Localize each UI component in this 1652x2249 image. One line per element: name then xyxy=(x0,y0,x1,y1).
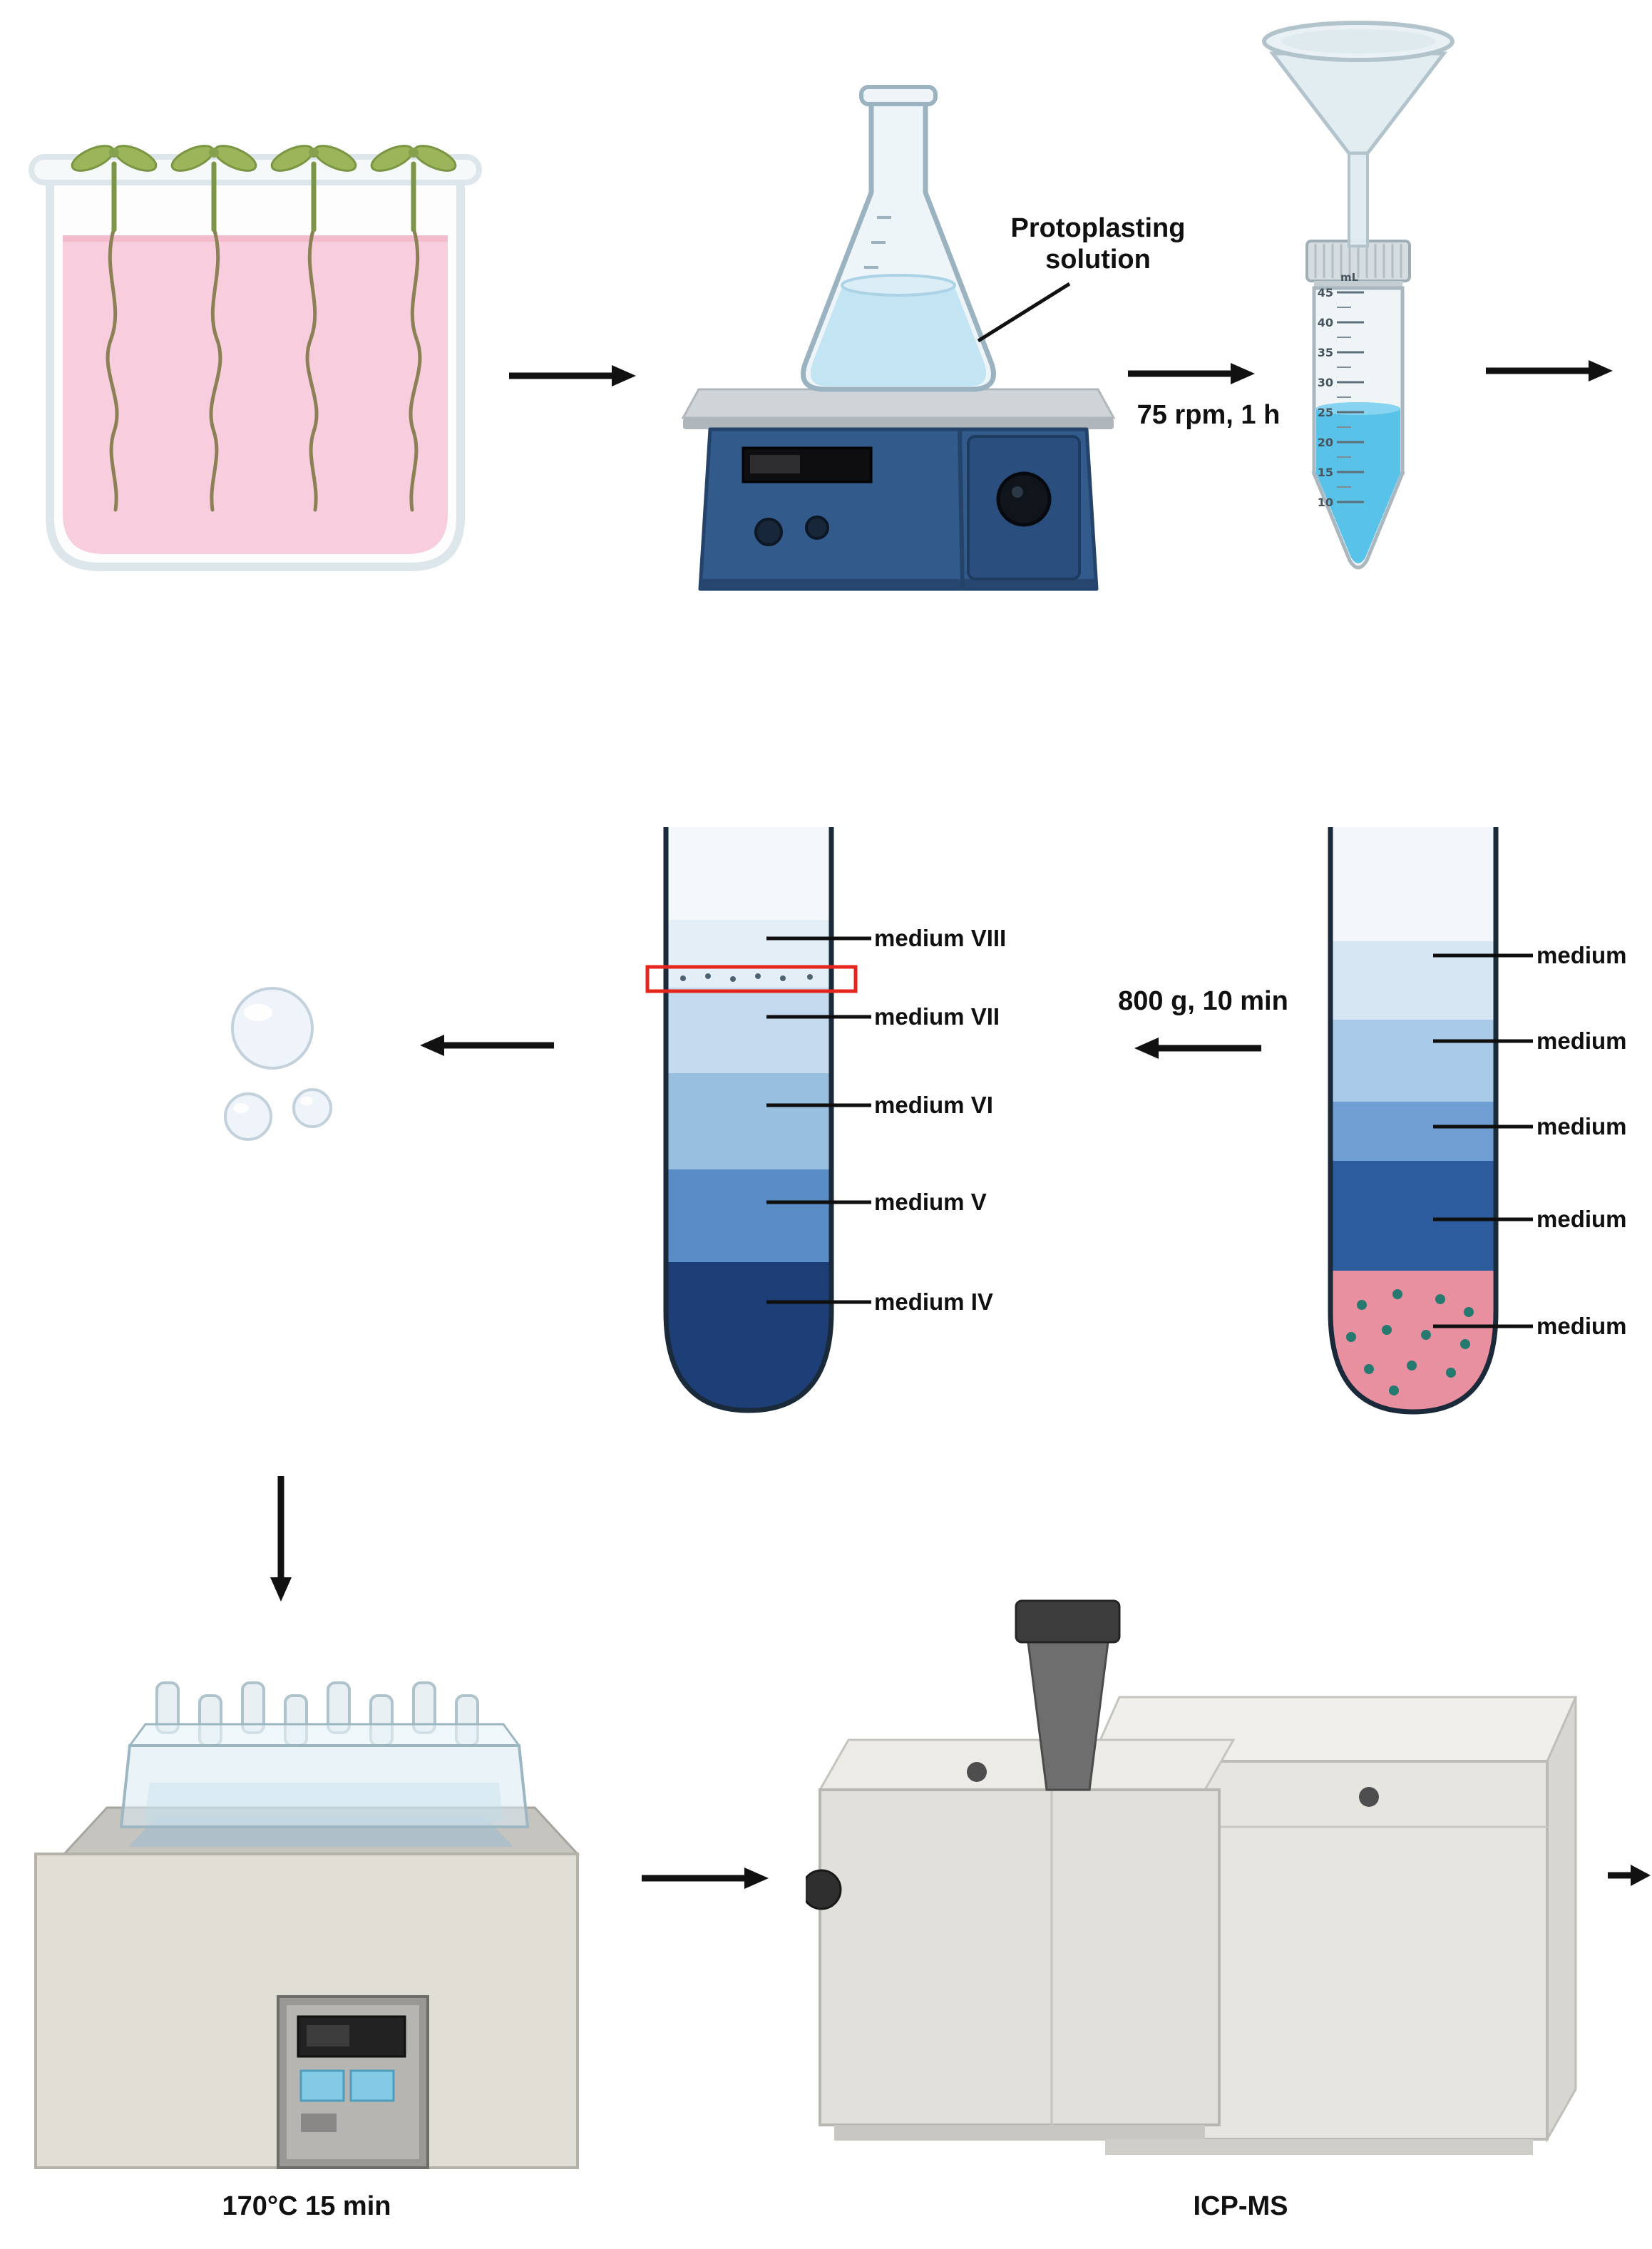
graduation-30: 30 xyxy=(1317,376,1333,389)
water-bath-illustration xyxy=(34,1681,580,2169)
stirrer-knob xyxy=(754,518,783,546)
seedling xyxy=(71,145,158,512)
flow-arrow-1 xyxy=(509,365,636,386)
protoplast-suspension-liquid xyxy=(1316,408,1400,563)
centrifuge-arrow xyxy=(1134,1038,1261,1059)
collect-protoplasts-arrow xyxy=(420,1035,554,1056)
graduation-10: 10 xyxy=(1317,496,1333,509)
graduation-45: 45 xyxy=(1317,286,1333,299)
funnel-falcon-tube-illustration xyxy=(1262,21,1455,570)
icpms-label: ICP-MS xyxy=(1193,2191,1288,2221)
final-flow-arrow xyxy=(1608,1865,1651,1886)
icpms-side-knob xyxy=(806,1869,842,1910)
flow-arrow-3 xyxy=(1486,360,1613,381)
centrifuge-condition-label: 800 g, 10 min xyxy=(1118,986,1288,1016)
seedling xyxy=(370,145,457,512)
flow-arrow-2 xyxy=(1128,363,1255,384)
stirrer-knob xyxy=(805,516,829,540)
harvest-gradient-tube-illustration xyxy=(1328,827,1533,1415)
protoplasting-pointer-line xyxy=(977,282,1071,343)
graduation-40: 40 xyxy=(1317,316,1333,329)
harvest-medium-label-3: medium xyxy=(1536,1113,1627,1139)
stirrer-dial xyxy=(996,471,1052,527)
funnel xyxy=(1268,51,1448,155)
harvest-medium-label-1: medium xyxy=(1536,942,1627,968)
water-bath-lid xyxy=(119,1744,530,1828)
graduation-35: 35 xyxy=(1317,346,1333,359)
culture-medium xyxy=(63,235,448,554)
icpms-instrument-illustration xyxy=(806,1599,1578,2155)
harvest-medium-label-2: medium xyxy=(1536,1028,1627,1054)
harvest-medium-label-5: medium xyxy=(1536,1313,1627,1339)
density-gradient-tube-illustration xyxy=(645,827,871,1413)
medium-vii-label: medium VII xyxy=(874,1003,1000,1030)
protoplasting-solution-liquid xyxy=(810,285,987,386)
water-bath-condition-label: 170°C 15 min xyxy=(222,2191,391,2221)
protoplasting-solution-label: Protoplasting solution xyxy=(1010,213,1186,275)
medium-viii-label: medium VIII xyxy=(874,925,1007,951)
harvest-medium-label-4: medium xyxy=(1536,1206,1627,1232)
graduation-25: 25 xyxy=(1317,406,1333,419)
seedlings-beaker-illustration xyxy=(29,145,482,571)
graduation-15: 15 xyxy=(1317,466,1333,479)
medium-iv-label: medium IV xyxy=(874,1289,993,1315)
medium-vi-label: medium VI xyxy=(874,1092,993,1118)
seedling xyxy=(170,145,257,512)
water-bath-button xyxy=(349,2069,395,2102)
protoplasts-illustration xyxy=(224,987,332,1141)
medium-v-label: medium V xyxy=(874,1189,987,1215)
digestion-step-arrow xyxy=(270,1476,292,1602)
seedling xyxy=(270,145,357,512)
water-bath-button xyxy=(299,2069,345,2102)
graduation-20: 20 xyxy=(1317,436,1333,449)
to-icpms-arrow xyxy=(642,1868,769,1889)
ml-unit-label: mL xyxy=(1340,271,1359,284)
stirrer-flask-illustration xyxy=(681,85,1116,591)
interphase-highlight-box xyxy=(645,965,858,993)
shake-condition-label: 75 rpm, 1 h xyxy=(1137,400,1281,430)
